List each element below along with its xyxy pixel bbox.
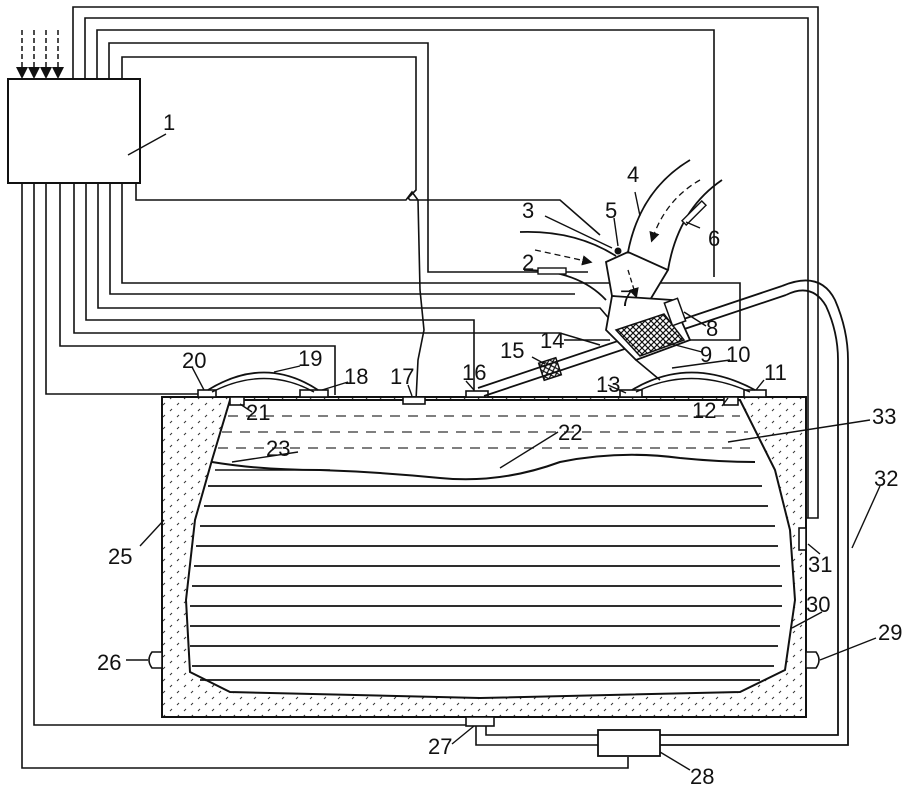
label-26: 26: [97, 650, 121, 675]
label-14: 14: [540, 328, 564, 353]
label-20: 20: [182, 348, 206, 373]
label-18: 18: [344, 364, 368, 389]
label-10: 10: [726, 342, 750, 367]
outlet-pipe-inner: [486, 726, 598, 735]
controller-box: [8, 79, 140, 183]
label-17: 17: [390, 364, 414, 389]
sensor-6: [682, 201, 706, 225]
label-32: 32: [874, 466, 898, 491]
label-27: 27: [428, 734, 452, 759]
label-23: 23: [266, 436, 290, 461]
label-21: 21: [246, 400, 270, 425]
label-12: 12: [692, 398, 716, 423]
label-15: 15: [500, 338, 524, 363]
pump-28: [598, 730, 660, 756]
label-4: 4: [627, 162, 639, 187]
label-11: 11: [764, 360, 787, 385]
return-pipe-right: [632, 373, 755, 391]
label-29: 29: [878, 620, 902, 645]
label-7: 7: [620, 286, 632, 311]
label-30: 30: [806, 592, 830, 617]
mixer-housing: [606, 252, 690, 380]
label-13: 13: [596, 372, 620, 397]
label-1: 1: [163, 110, 175, 135]
label-22: 22: [558, 420, 582, 445]
valve-5: [615, 248, 622, 255]
label-5: 5: [605, 198, 617, 223]
input-signal-arrows: [22, 30, 58, 76]
pipe-3: [520, 232, 616, 256]
label-19: 19: [298, 346, 322, 371]
label-2: 2: [522, 250, 534, 275]
sensor-2: [538, 268, 566, 274]
outlet-valve-27: [466, 717, 494, 726]
label-6: 6: [708, 226, 720, 251]
pipe-3-flow: [535, 250, 590, 262]
label-25: 25: [108, 544, 132, 569]
label-33: 33: [872, 404, 896, 429]
label-31: 31: [808, 552, 832, 577]
label-8: 8: [706, 316, 718, 341]
label-3: 3: [522, 198, 534, 223]
label-16: 16: [462, 360, 486, 385]
return-pipe-left: [208, 373, 318, 391]
label-9: 9: [700, 342, 712, 367]
label-28: 28: [690, 764, 714, 789]
